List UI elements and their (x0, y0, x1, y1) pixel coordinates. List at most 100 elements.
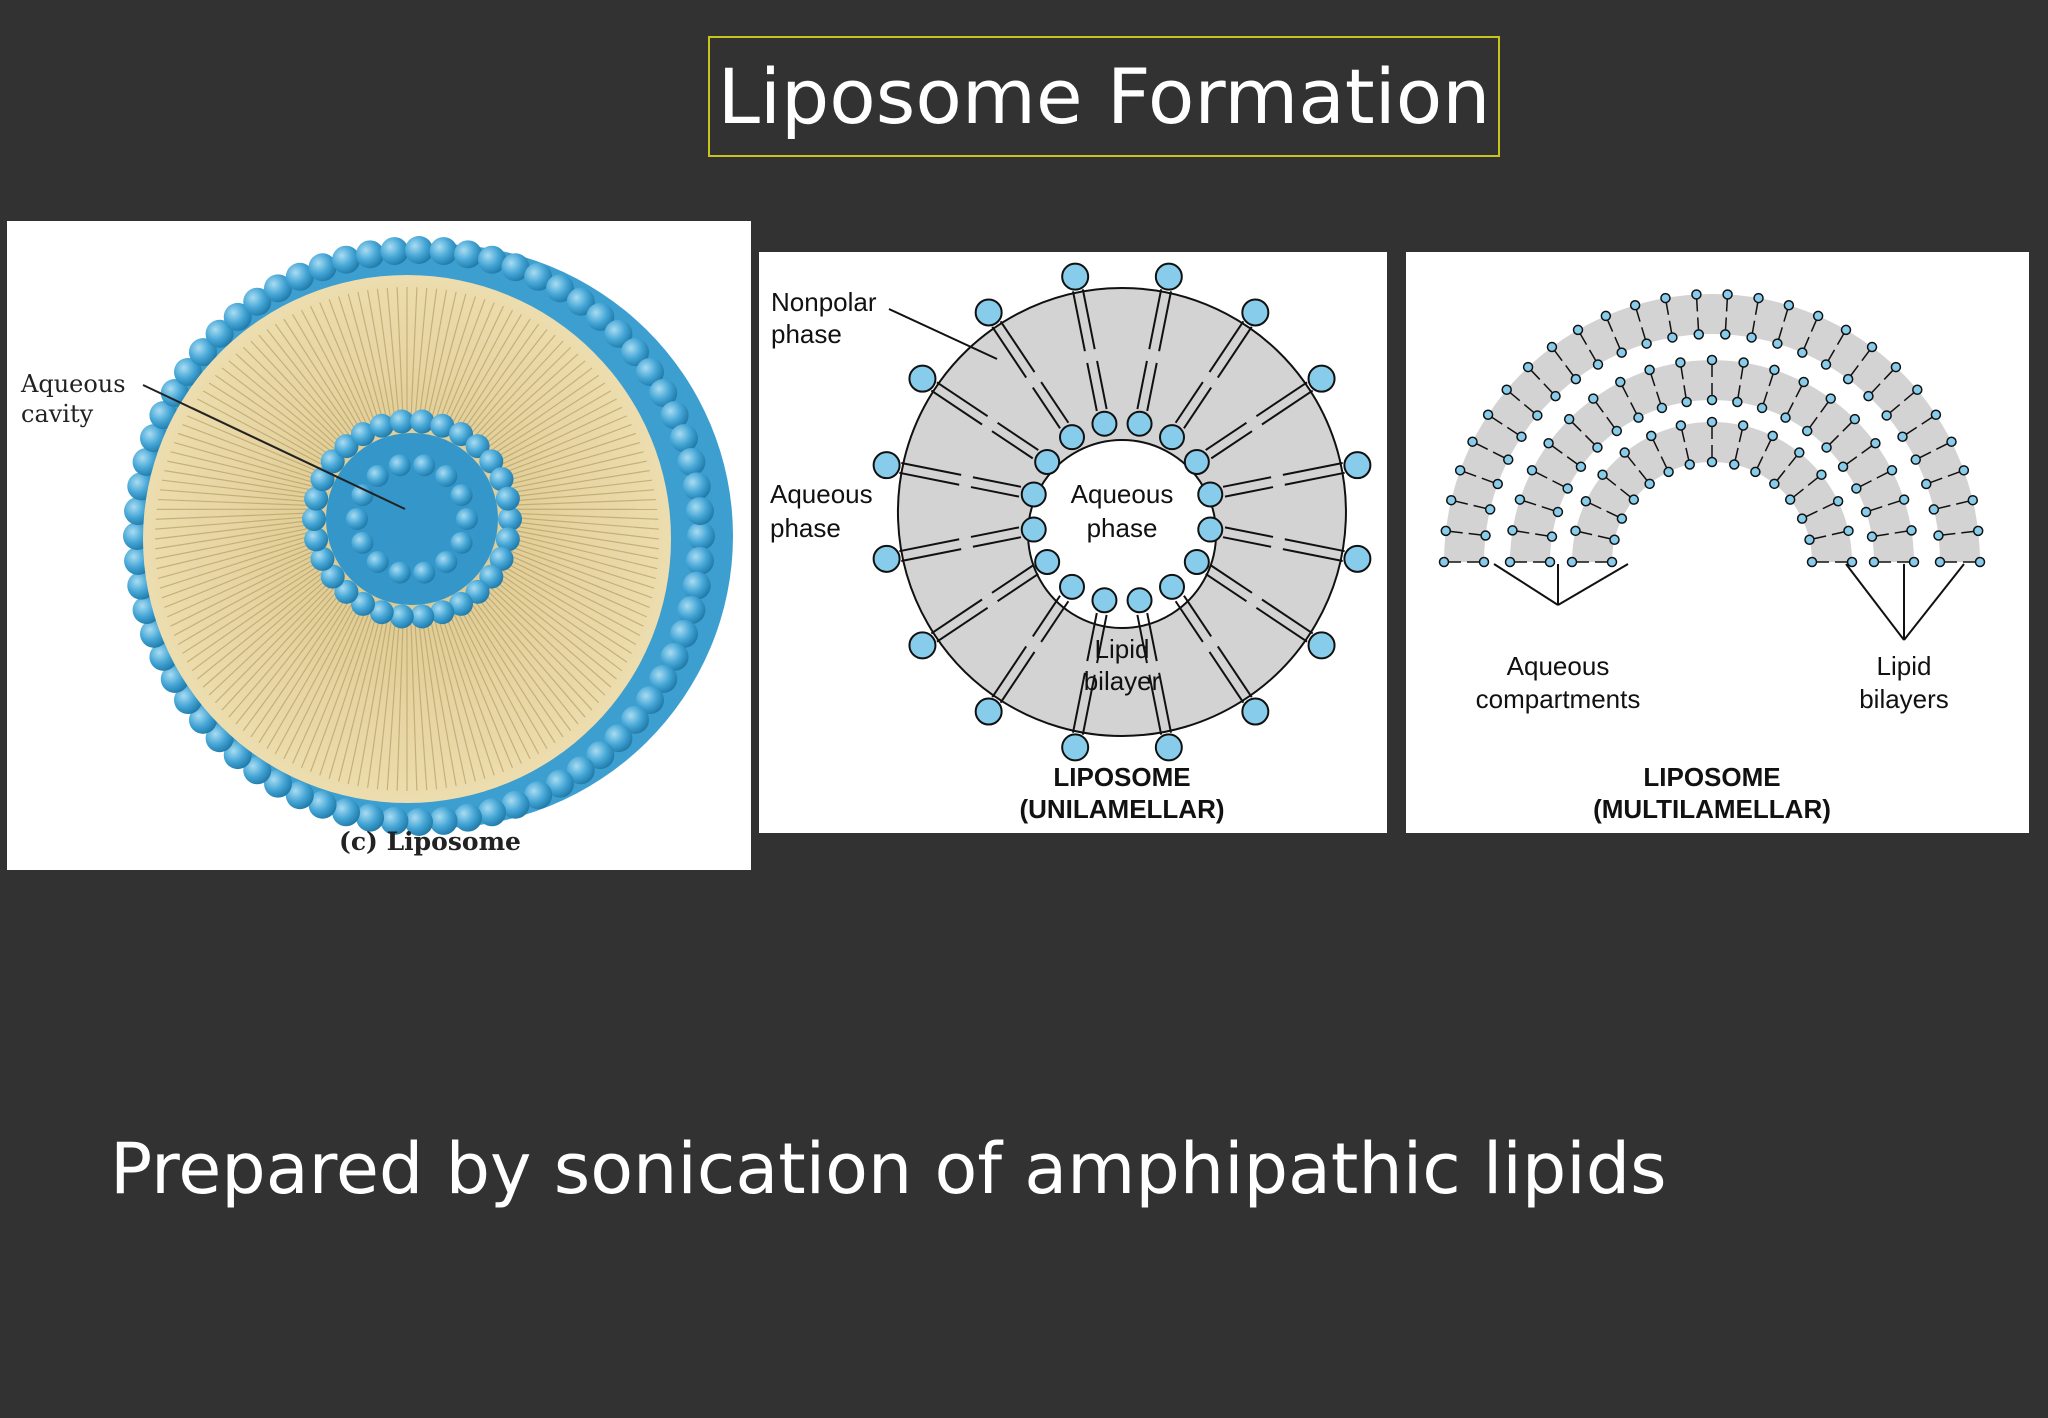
lipid-tail (418, 288, 438, 422)
head-group (685, 546, 714, 575)
caption-line-2: (UNILAMELLAR) (1019, 794, 1224, 824)
lipid-tail (501, 551, 647, 618)
head (1550, 390, 1561, 402)
lipid-tail (396, 620, 404, 791)
cavity-head (366, 551, 389, 574)
lipid-tail (997, 573, 1039, 602)
inner-head (479, 449, 504, 474)
inner-head (1159, 573, 1186, 600)
inner-head (430, 413, 455, 438)
head-group (380, 806, 409, 835)
inner-head (1058, 424, 1085, 451)
head (1886, 465, 1898, 476)
head (1706, 354, 1718, 366)
inner-head (304, 486, 329, 511)
lipid-tail (414, 287, 428, 422)
inner-head (1091, 410, 1118, 437)
lipid-tail (505, 498, 656, 506)
head (1729, 459, 1740, 470)
inner-head (310, 546, 335, 571)
lipid-tail (1158, 291, 1172, 352)
lipid-tail (319, 302, 373, 428)
bilayer-arc (1444, 294, 1980, 562)
lipid-tail (506, 528, 659, 560)
head (1580, 496, 1592, 507)
head (1797, 347, 1808, 358)
lipid-tail (455, 318, 531, 435)
lipid-tail (485, 582, 606, 696)
lipid-tail (242, 346, 343, 446)
cavity-head (413, 454, 436, 477)
lipid-tail (156, 532, 308, 570)
lipid-tail (366, 289, 392, 423)
head-group (332, 245, 361, 274)
lipid-tail (506, 516, 659, 530)
head-group (243, 756, 272, 785)
lipid-tail (182, 565, 319, 654)
lipid-tail (1096, 614, 1108, 664)
lipid-tail (1216, 645, 1253, 698)
head-group (264, 769, 292, 798)
lipid-tail (208, 582, 329, 696)
lipid-tail (347, 293, 385, 424)
slide-subtitle: Prepared by sonication of amphipathic li… (110, 1128, 1667, 1210)
head (1504, 556, 1516, 568)
lipid-tail (1040, 600, 1070, 643)
head (1592, 442, 1603, 453)
lipid-tail (422, 289, 448, 423)
head (1863, 390, 1874, 402)
head (1812, 310, 1824, 322)
lipid-tail (491, 572, 623, 672)
lipid-tail (997, 422, 1039, 451)
head (1482, 409, 1494, 420)
head (1575, 461, 1587, 473)
outer-head (1343, 451, 1372, 480)
lipid-tail (410, 620, 418, 791)
lipid-tail (215, 374, 332, 457)
inner-head (334, 579, 359, 604)
head (1611, 425, 1623, 437)
head (1849, 413, 1861, 425)
inner-head (1183, 448, 1210, 475)
lipid-tail (157, 536, 309, 579)
lipid-tail (493, 569, 628, 663)
lipid-tail (173, 558, 315, 636)
head (1629, 300, 1641, 311)
cavity-head (351, 484, 374, 507)
lipid-tail (1148, 289, 1163, 350)
lipid-tail (1096, 360, 1108, 410)
head-group (405, 236, 433, 264)
head (1454, 465, 1466, 476)
head (1732, 396, 1743, 408)
head (1675, 420, 1687, 431)
lipid-tail (485, 382, 606, 460)
head (1646, 430, 1657, 442)
head (1783, 300, 1795, 311)
head (1784, 494, 1796, 505)
head (1821, 442, 1832, 453)
head (1801, 425, 1813, 437)
head-group (173, 357, 202, 386)
lipid-tail (258, 334, 349, 441)
lipid-tail (283, 318, 359, 435)
head (1746, 332, 1757, 343)
lipid-tail (242, 596, 343, 731)
cavity-head (366, 464, 389, 487)
lipid-tail (451, 609, 522, 764)
lipid-tail (930, 598, 983, 635)
head (1908, 556, 1920, 568)
lipid-tail (1255, 381, 1308, 418)
head-group (429, 237, 458, 266)
lipid-tail (1205, 573, 1247, 602)
lipid-tail (497, 562, 637, 646)
head (1769, 478, 1780, 490)
lipid-tail (936, 606, 989, 643)
lipid-tail (991, 564, 1034, 594)
head (1644, 478, 1655, 490)
multilamellar-diagram: Aqueous compartments Lipid bilayers LIPO… (1438, 289, 1986, 824)
inner-head (320, 449, 345, 474)
head-group (264, 274, 292, 303)
head (1842, 373, 1854, 385)
lipid-tail (191, 572, 323, 672)
inner-head (495, 527, 520, 552)
